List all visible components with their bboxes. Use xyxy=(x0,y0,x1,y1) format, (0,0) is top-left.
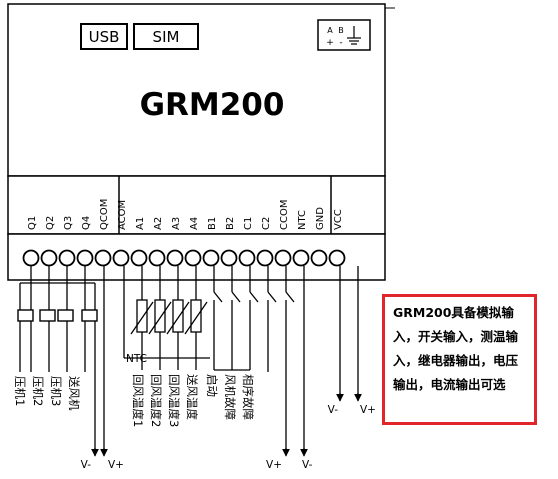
switch-label: 启动 xyxy=(205,374,219,397)
terminal-label: A3 xyxy=(171,217,182,230)
terminal-label: C1 xyxy=(243,217,254,230)
terminal-label: Q1 xyxy=(27,216,38,230)
terminal-screw xyxy=(40,249,58,267)
svg-text:A: A xyxy=(327,26,333,35)
mid-minus-label: V- xyxy=(302,459,313,471)
terminal-screw xyxy=(22,249,40,267)
terminal-screw xyxy=(76,249,94,267)
terminal-label: C2 xyxy=(261,217,272,230)
terminal-screw xyxy=(58,249,76,267)
terminal-screw xyxy=(184,249,202,267)
terminal-label: ACOM xyxy=(117,200,128,230)
terminal-label-strip xyxy=(7,175,386,235)
sensor-label: 回风温度3 xyxy=(167,374,181,427)
terminal-label: A2 xyxy=(153,217,164,230)
terminal-label: B2 xyxy=(225,217,236,230)
terminal-screw xyxy=(220,249,238,267)
mid-plus-label: V+ xyxy=(266,459,282,471)
load-label: 压机3 xyxy=(49,376,63,406)
terminal-label: A1 xyxy=(135,217,146,230)
load-labels: 压机1 压机2 压机3 送风机 xyxy=(13,376,81,411)
terminal-label: Q3 xyxy=(63,216,74,230)
terminal-label: A4 xyxy=(189,217,200,230)
switch-contacts xyxy=(213,291,295,303)
terminal-label: CCOM xyxy=(279,200,290,230)
terminal-label: NTC xyxy=(297,210,308,230)
terminal-screw xyxy=(202,249,220,267)
svg-text:-: - xyxy=(339,38,342,48)
wiring-lines xyxy=(19,266,359,453)
terminal-label: GND xyxy=(315,207,326,230)
terminal-label: VCC xyxy=(333,209,344,230)
feature-callout: GRM200具备模拟输入，开关输入，测温输入，继电器输出，电压输出，电流输出可选 xyxy=(382,294,537,425)
terminal-label: Q2 xyxy=(45,216,56,230)
terminal-screws xyxy=(22,249,346,267)
terminal-label: QCOM xyxy=(99,199,110,230)
load-label: 压机2 xyxy=(31,376,45,406)
right-plus-label: V+ xyxy=(360,404,376,416)
terminal-screw xyxy=(112,249,130,267)
terminal-screw xyxy=(328,249,346,267)
load-label: 送风机 xyxy=(67,376,81,411)
usb-label: USB xyxy=(89,28,120,46)
sim-slot: SIM xyxy=(133,23,199,50)
terminal-screw xyxy=(292,249,310,267)
svg-text:B: B xyxy=(338,26,344,35)
terminal-screw xyxy=(130,249,148,267)
sensor-label: 回风温度1 xyxy=(131,374,145,427)
switch-labels: 启动风机故障相序故障 xyxy=(205,374,255,420)
terminal-screw xyxy=(166,249,184,267)
sensor-label: 送风温度 xyxy=(185,374,199,420)
terminal-screw xyxy=(274,249,292,267)
switch-label: 相序故障 xyxy=(241,374,255,420)
terminal-label: B1 xyxy=(207,217,218,230)
power-ground-icon: A B + - xyxy=(317,19,371,51)
right-minus-label: V- xyxy=(328,404,339,416)
left-plus-label: V+ xyxy=(108,459,124,471)
usb-port: USB xyxy=(80,23,128,50)
sensor-label: 回风温度2 xyxy=(149,374,163,427)
ntc-resistors xyxy=(130,299,208,335)
terminal-screw xyxy=(256,249,274,267)
callout-text: GRM200具备模拟输入，开关输入，测温输入，继电器输出，电压输出，电流输出可选 xyxy=(393,305,519,392)
terminal-label: Q4 xyxy=(81,216,92,230)
terminal-labels: Q1 Q2 Q3 Q4 QCOM ACOM A1 A2 A3 A4 B1 B2 C1 C2 CCOM NTC G… xyxy=(27,199,344,230)
relay-contacts xyxy=(17,309,98,322)
terminal-screw xyxy=(238,249,256,267)
sim-label: SIM xyxy=(153,28,180,46)
load-label: 压机1 xyxy=(13,376,27,406)
supply-arrows xyxy=(91,393,362,457)
terminal-screw xyxy=(94,249,112,267)
device-model: GRM200 xyxy=(140,87,285,123)
switch-label: 风机故障 xyxy=(223,374,237,420)
sensor-labels: 回风温度1 回风温度2 回风温度3 送风温度 xyxy=(131,374,199,427)
ntc-tag: NTC xyxy=(126,353,147,365)
left-minus-label: V- xyxy=(81,459,92,471)
terminal-screw xyxy=(310,249,328,267)
terminal-screw xyxy=(148,249,166,267)
svg-text:+: + xyxy=(326,38,334,48)
